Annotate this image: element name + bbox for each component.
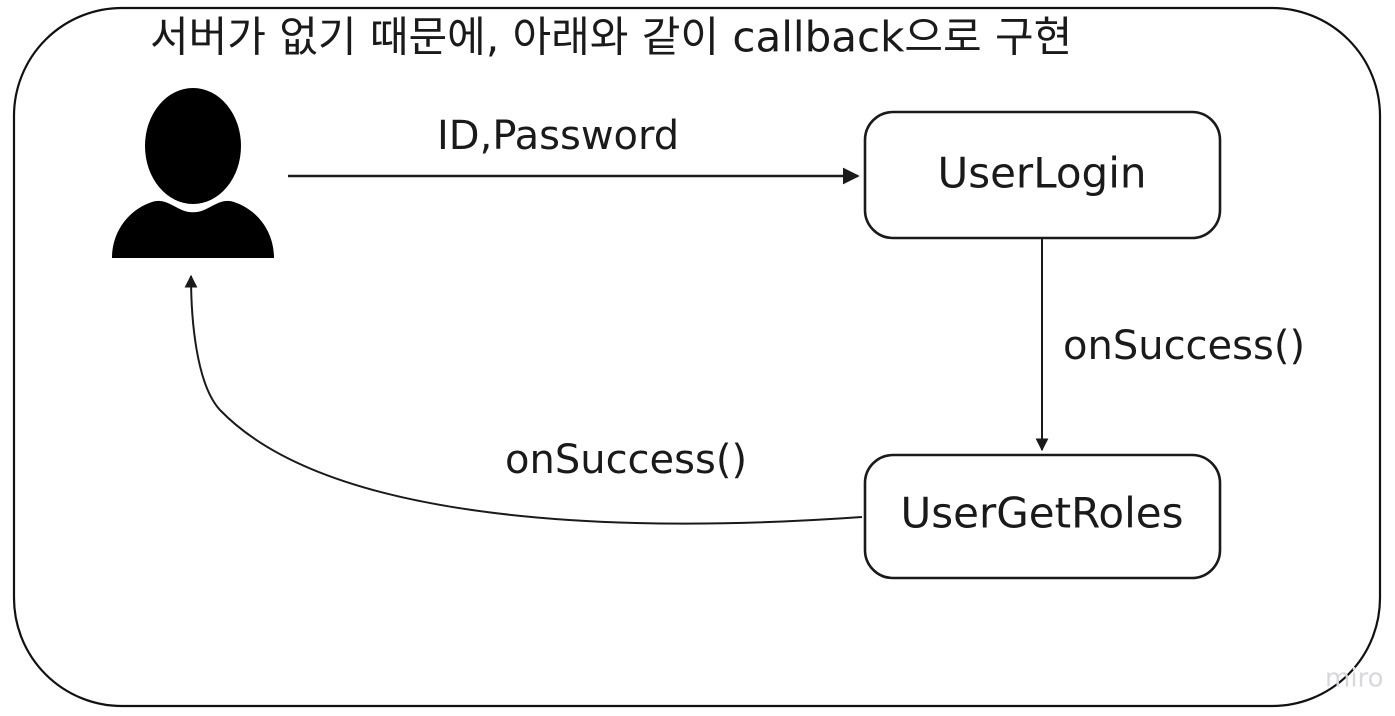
actor-head-icon: [145, 88, 241, 204]
node-user-get-roles-box[interactable]: [863, 453, 1222, 580]
edge-label-onsuccess-vertical: onSuccess(): [1063, 323, 1305, 369]
user-actor: [112, 88, 274, 258]
node-user-login[interactable]: UserLogin: [863, 110, 1222, 240]
actor-body-icon: [112, 200, 274, 258]
node-user-get-roles-label: UserGetRoles: [901, 489, 1184, 538]
edge-usergetroles-to-actor-curve: [184, 274, 863, 525]
edge-userlogin-to-usergetroles: onSuccess(): [1035, 238, 1305, 452]
edge-label-id-password: ID,Password: [437, 113, 679, 159]
edge-usergetroles-to-actor: onSuccess(): [184, 274, 863, 525]
diagram-title: 서버가 없기 때문에, 아래와 같이 callback으로 구현: [150, 13, 1072, 62]
edge-label-onsuccess-curved: onSuccess(): [505, 437, 747, 483]
node-user-login-label: UserLogin: [937, 149, 1146, 198]
edge-actor-to-userlogin: ID,Password: [288, 113, 860, 185]
node-user-get-roles[interactable]: UserGetRoles: [863, 453, 1222, 580]
miro-watermark: miro: [1325, 664, 1384, 694]
